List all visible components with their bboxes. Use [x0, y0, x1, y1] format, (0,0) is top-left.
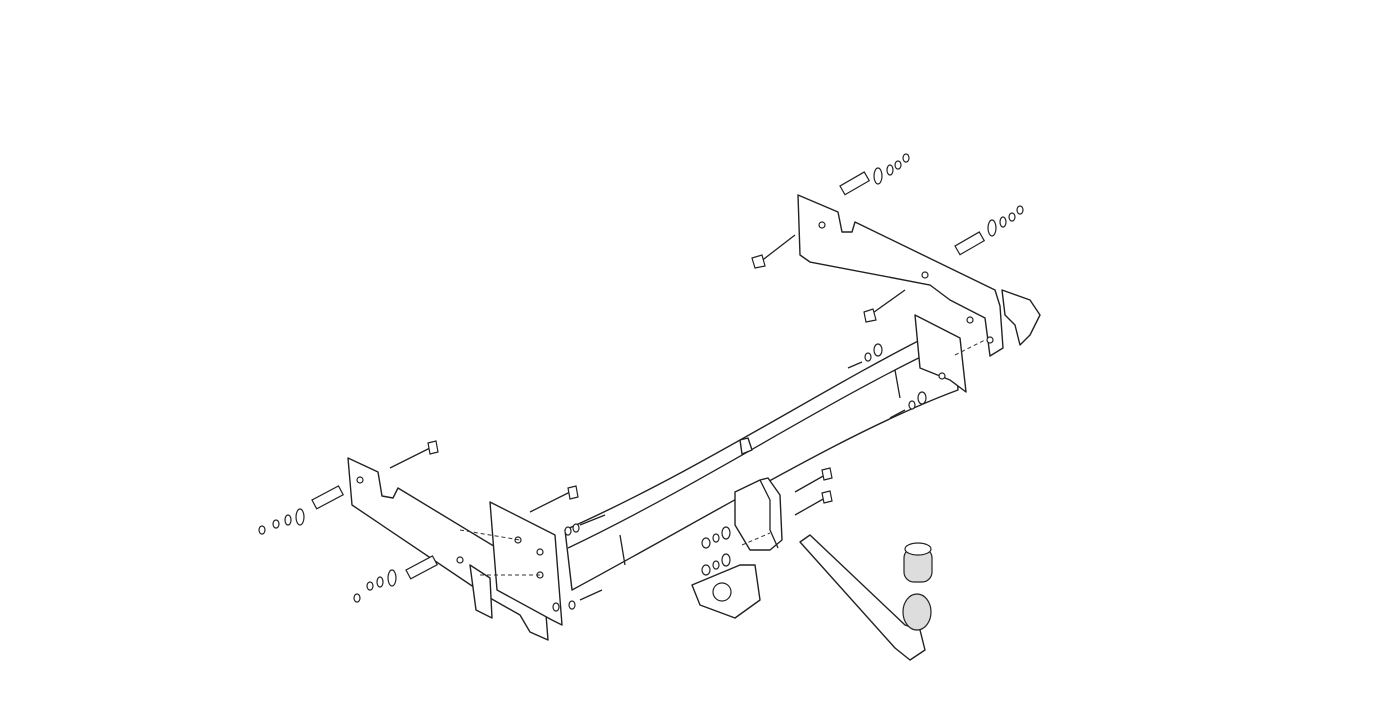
tow-ball-neck [799, 534, 933, 661]
coupling-mount-plate [734, 477, 783, 551]
assembly-lines [459, 339, 986, 576]
right-mounting-bracket [797, 194, 1041, 357]
crossbar [489, 314, 967, 626]
fasteners [258, 153, 1024, 612]
socket-plate [691, 564, 761, 619]
